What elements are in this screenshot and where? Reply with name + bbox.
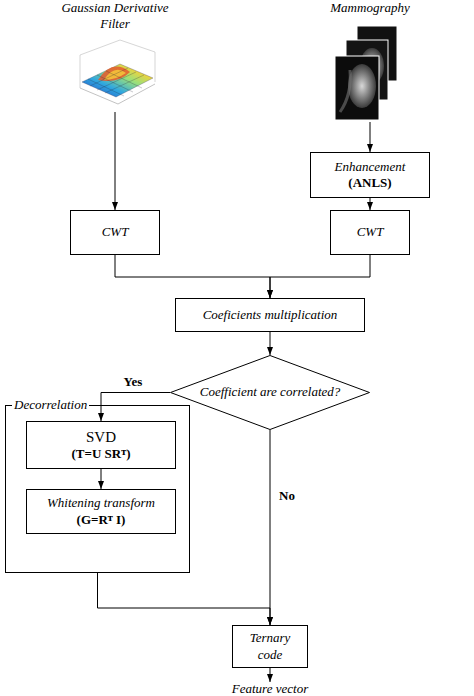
output-arrow <box>270 668 271 682</box>
edge-label: Yes <box>124 374 143 390</box>
group-frame: DecorrelationSVD(T=U SRᵀ)Whitening trans… <box>5 405 190 573</box>
node-text: Whitening transform <box>47 495 155 511</box>
flow-arrow <box>370 122 371 152</box>
mammography-images <box>335 26 397 120</box>
node-text: Mammography <box>330 0 409 16</box>
flow-arrow <box>270 430 271 625</box>
flow-arrow <box>101 393 170 422</box>
group-heading: Decorrelation <box>12 397 89 413</box>
gaussian-surface-plot <box>80 40 155 104</box>
process-box: Coeficients multiplication <box>175 298 365 332</box>
node-text: (ANLS) <box>348 175 391 191</box>
node-text: Coefficient are correlated? <box>200 384 341 400</box>
diamond-shape <box>171 356 370 430</box>
node-text: (G=Rᵀ I) <box>77 512 126 528</box>
edge-label: No <box>279 488 295 504</box>
process-box: CWT <box>70 210 160 255</box>
node-text: Gaussian Derivative Filter <box>54 0 176 33</box>
node-text: Ternary code <box>240 630 300 663</box>
output-label: Feature vector <box>232 681 308 696</box>
image-source: Mammography <box>320 0 420 122</box>
flow-arrow <box>115 112 116 210</box>
process-box: SVD(T=U SRᵀ) <box>26 421 176 469</box>
process-box: Whitening transform(G=Rᵀ I) <box>26 489 176 534</box>
node-text: Enhancement <box>335 159 406 175</box>
flow-arrow <box>270 255 370 298</box>
flow-arrow <box>98 573 271 625</box>
node-text: SVD <box>86 428 116 447</box>
filter-illustration: Gaussian Derivative Filter <box>50 0 180 112</box>
decision-diamond: Coefficient are correlated? <box>170 355 370 430</box>
node-text: CWT <box>357 224 384 240</box>
flow-arrow <box>115 255 270 298</box>
node-text: CWT <box>102 224 129 240</box>
node-text: (T=U SRᵀ) <box>71 446 130 462</box>
process-box: Ternary code <box>232 625 308 668</box>
flow-arrow <box>101 469 102 489</box>
process-box: CWT <box>330 210 410 255</box>
node-text: Coeficients multiplication <box>203 307 338 323</box>
flow-arrow <box>270 332 271 355</box>
process-box: Enhancement(ANLS) <box>310 152 430 198</box>
flow-arrow <box>370 198 371 210</box>
